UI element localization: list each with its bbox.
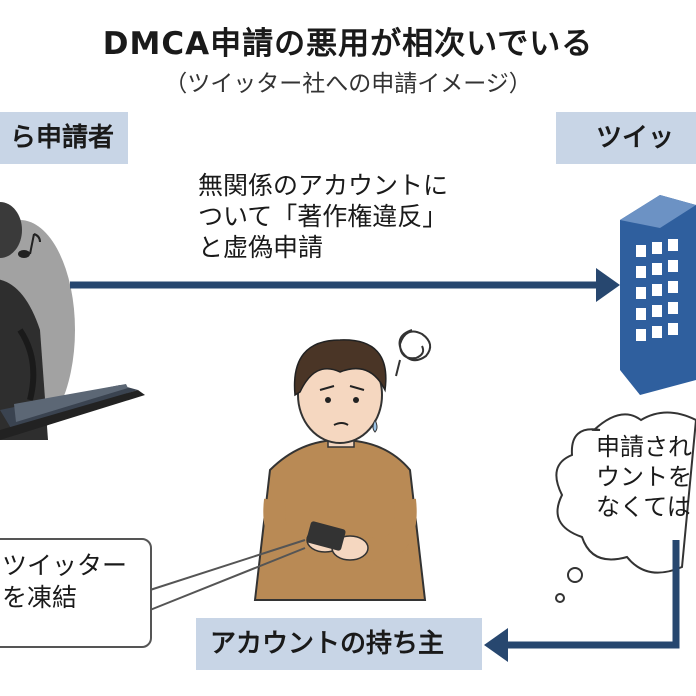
false-claim-line-1: 無関係のアカウントに bbox=[198, 171, 449, 200]
owner-label: アカウントの持ち主 bbox=[196, 618, 482, 670]
cloud-line-1: 申請され bbox=[596, 433, 692, 461]
arrow-to-twitter-head bbox=[596, 268, 620, 302]
laptop bbox=[0, 384, 145, 440]
cloud-line-3: なくては bbox=[596, 493, 691, 521]
freeze-line-1: ツイッター bbox=[2, 551, 128, 580]
page-title: DMCA申請の悪用が相次いでいる bbox=[102, 26, 594, 62]
cloud-text: 申請され ウントを なくては bbox=[596, 432, 692, 522]
confusion-scribble-icon bbox=[398, 329, 432, 362]
owner-figure bbox=[253, 339, 427, 601]
owner-label-text: アカウントの持ち主 bbox=[210, 629, 445, 659]
page-subtitle: （ツイッター社への申請イメージ） bbox=[164, 71, 532, 97]
false-claim-line-2: ついて「著作権違反」 bbox=[198, 202, 448, 231]
freeze-line-2: を凍結 bbox=[2, 583, 78, 612]
music-note-icon bbox=[18, 233, 41, 258]
smartphone-icon bbox=[306, 521, 346, 551]
twitter-building-icon bbox=[620, 195, 696, 395]
arrow-to-owner-head bbox=[484, 628, 508, 662]
applicant-figure bbox=[0, 202, 48, 440]
thought-cloud bbox=[555, 411, 696, 574]
cloud-line-2: ウントを bbox=[596, 463, 692, 491]
twitter-label: ツイッ bbox=[556, 112, 696, 164]
false-claim-note: 無関係のアカウントに ついて「著作権違反」 と虚偽申請 bbox=[198, 170, 448, 263]
applicant-label: ら申請者 bbox=[0, 112, 128, 164]
freeze-callout: ツイッター を凍結 bbox=[0, 538, 152, 648]
twitter-label-text: ツイッ bbox=[596, 123, 675, 153]
applicant-label-text: ら申請者 bbox=[10, 123, 115, 153]
arrow-to-owner-line bbox=[505, 540, 680, 649]
false-claim-line-3: と虚偽申請 bbox=[198, 233, 324, 262]
